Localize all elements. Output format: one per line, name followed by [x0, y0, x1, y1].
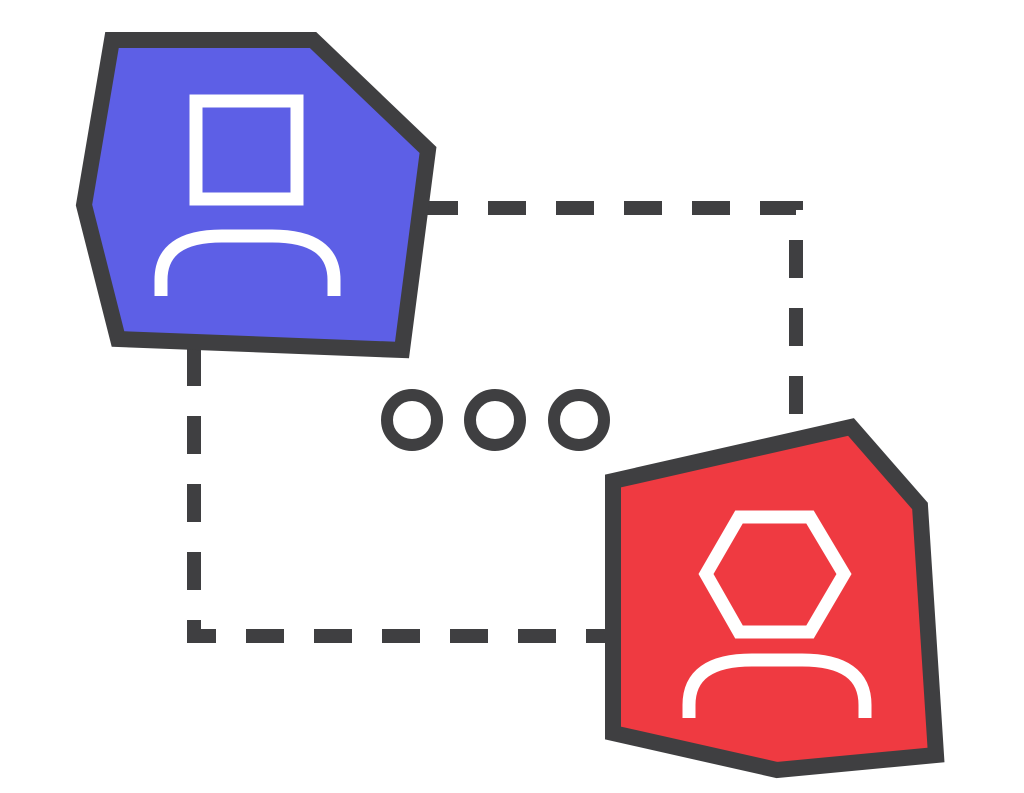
- connector-top-segment: [420, 201, 803, 440]
- user-a-node: [75, 32, 437, 359]
- user-b-head: [698, 510, 852, 639]
- ellipsis-dot-1: [381, 389, 443, 451]
- user-b-node: [605, 418, 945, 779]
- user-b-shoulders: [682, 653, 872, 718]
- square-head-user-icon: [154, 94, 341, 296]
- ellipsis-dot-2: [464, 389, 526, 451]
- dashed-connector: [187, 201, 803, 643]
- ellipsis-dot-3: [548, 389, 610, 451]
- user-a-shoulders: [154, 229, 341, 296]
- user-a-head: [189, 94, 304, 206]
- hexagon-head-user-icon: [682, 510, 872, 718]
- connector-left-segment: [187, 348, 612, 643]
- user-b-shape: [605, 418, 945, 779]
- ellipsis-icon: [381, 389, 610, 451]
